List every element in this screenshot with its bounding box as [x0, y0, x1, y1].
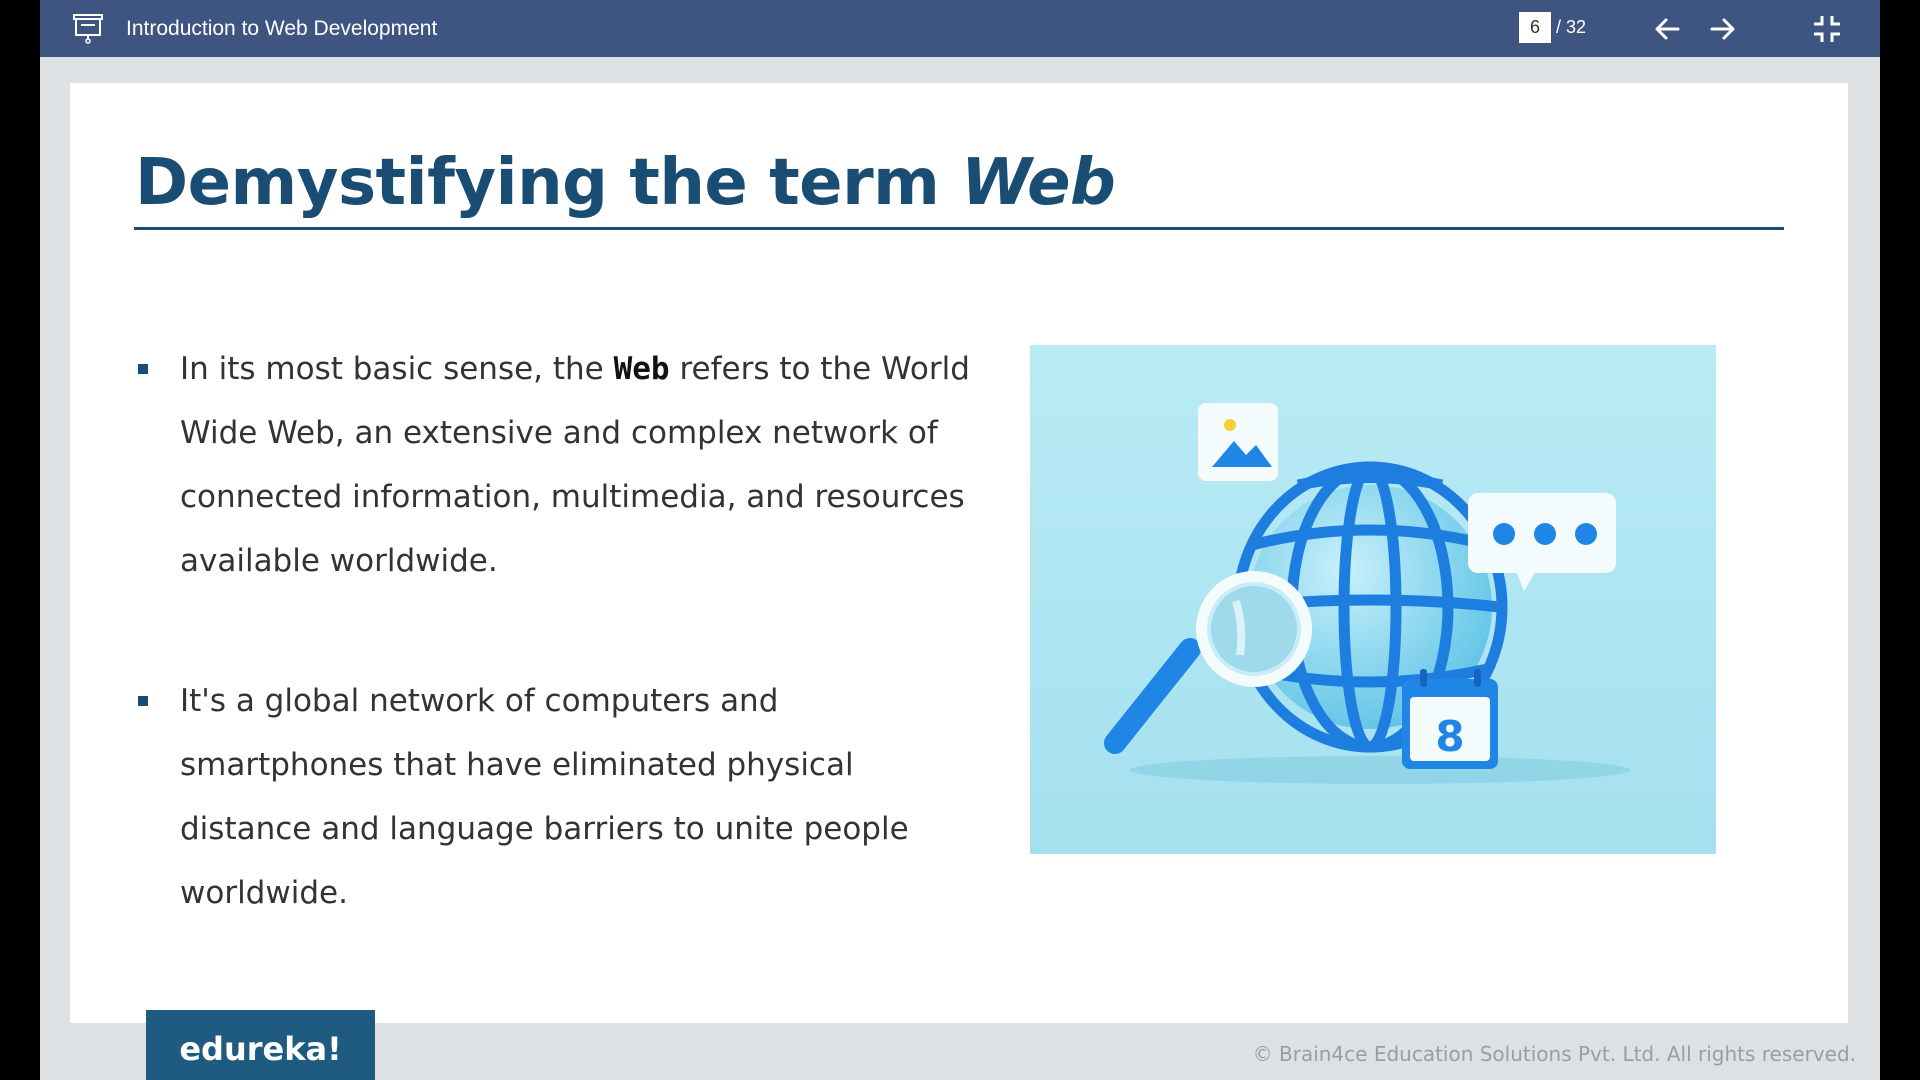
bullet-item: In its most basic sense, the Web refers …	[138, 337, 978, 593]
exit-fullscreen-icon	[1814, 16, 1840, 42]
arrow-left-icon	[1655, 18, 1680, 40]
title-underline	[134, 227, 1784, 230]
slide-title: Demystifying the term Web	[135, 146, 1116, 220]
presentation-icon	[73, 14, 103, 44]
presentation-viewer: Introduction to Web Development 6 / 32	[40, 0, 1880, 1080]
bullet-bold-term: Web	[613, 351, 670, 387]
page-total: / 32	[1556, 17, 1587, 37]
magnifier-icon	[1104, 571, 1312, 754]
copyright-notice: © Brain4ce Education Solutions Pvt. Ltd.…	[1252, 1042, 1856, 1066]
page-number-input[interactable]: 6	[1519, 12, 1551, 43]
document-title: Introduction to Web Development	[126, 17, 438, 40]
bullet-marker	[138, 364, 148, 374]
bullet-text: refers to the World Wide Web, an extensi…	[180, 351, 970, 579]
bullet-text: In its most basic sense, the	[180, 351, 614, 387]
image-card-icon	[1198, 403, 1278, 481]
edureka-logo: edureka!	[146, 1010, 375, 1080]
previous-slide-button[interactable]	[1651, 12, 1685, 46]
calendar-icon: 8	[1402, 669, 1498, 769]
globe-search-illustration: 8	[1030, 345, 1716, 854]
slide-title-emphasis: Web	[961, 146, 1116, 220]
slide-canvas: Demystifying the term Web In its most ba…	[70, 83, 1848, 1023]
bullet-text: It's a global network of computers and s…	[180, 683, 909, 911]
next-slide-button[interactable]	[1705, 12, 1739, 46]
bullet-item: It's a global network of computers and s…	[138, 669, 978, 925]
bullet-list: In its most basic sense, the Web refers …	[138, 337, 978, 925]
bullet-marker	[138, 696, 148, 706]
viewer-toolbar: Introduction to Web Development 6 / 32	[40, 0, 1880, 57]
calendar-number: 8	[1435, 712, 1464, 761]
exit-fullscreen-button[interactable]	[1810, 12, 1844, 46]
arrow-right-icon	[1710, 18, 1735, 40]
slide-title-main: Demystifying the term	[135, 146, 962, 220]
chat-bubble-icon	[1468, 493, 1616, 591]
